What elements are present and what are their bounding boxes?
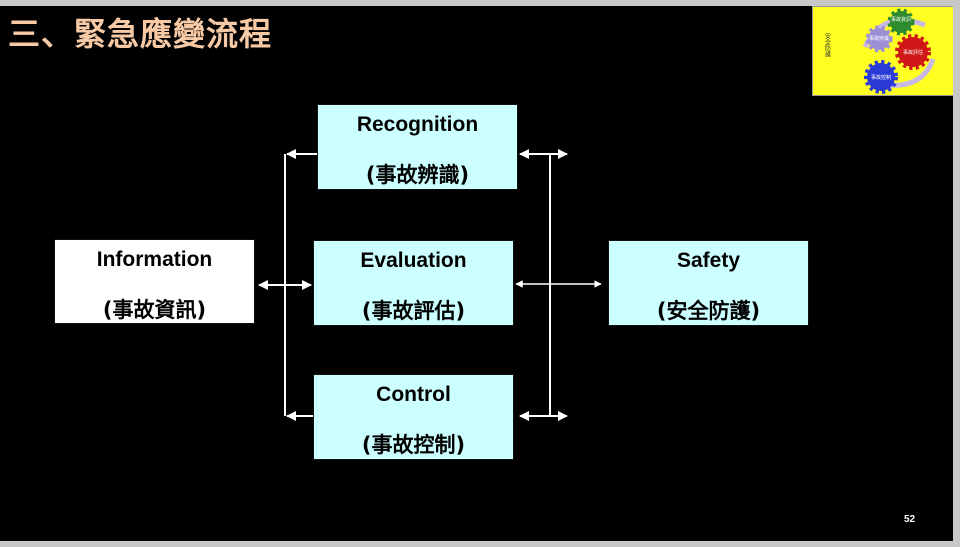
slide-title: 三、緊急應變流程 — [8, 15, 273, 53]
information-label: Information — [96, 248, 213, 271]
recognition-box: Recognition (事故辨識) — [317, 104, 518, 190]
gear-red-label: 事故評估 — [903, 49, 923, 56]
recognition-label-zh: (事故辨識) — [365, 163, 470, 187]
information-label-zh: (事故資訊) — [102, 298, 207, 322]
control-label: Control — [376, 383, 451, 406]
red-gear-icon: 事故評估 — [895, 34, 931, 70]
gear-green-label: 事故資訊 — [891, 16, 911, 23]
safety-label: Safety — [676, 249, 741, 272]
safety-label-zh: (安全防護) — [656, 299, 761, 323]
blue-gear-icon: 事故控制 — [864, 60, 898, 94]
evaluation-label: Evaluation — [360, 249, 467, 272]
gears-thumbnail: 事故資訊 事故辨識 事故評估 事故控制 安全防護 — [812, 6, 953, 96]
information-box: Information (事故資訊) — [54, 239, 255, 324]
evaluation-box: Evaluation (事故評估) — [313, 240, 514, 326]
green-gear-icon: 事故資訊 — [887, 8, 915, 36]
recognition-label: Recognition — [356, 113, 479, 136]
gears-graphic: 事故資訊 事故辨識 事故評估 事故控制 安全防護 — [824, 8, 936, 94]
gear-purple-label: 事故辨識 — [869, 35, 889, 42]
safety-box: Safety (安全防護) — [608, 240, 809, 326]
control-box: Control (事故控制) — [313, 374, 514, 460]
evaluation-label-zh: (事故評估) — [361, 299, 466, 323]
control-label-zh: (事故控制) — [361, 433, 466, 457]
purple-gear-icon: 事故辨識 — [865, 25, 893, 53]
slide: 三、緊急應變流程 事故資訊 事故辨識 事故評估 事故控制 安全防護 — [0, 6, 953, 541]
gear-blue-label: 事故控制 — [871, 74, 891, 81]
thumb-side-text: 安全防護 — [824, 32, 831, 58]
page-number: 52 — [904, 514, 916, 525]
